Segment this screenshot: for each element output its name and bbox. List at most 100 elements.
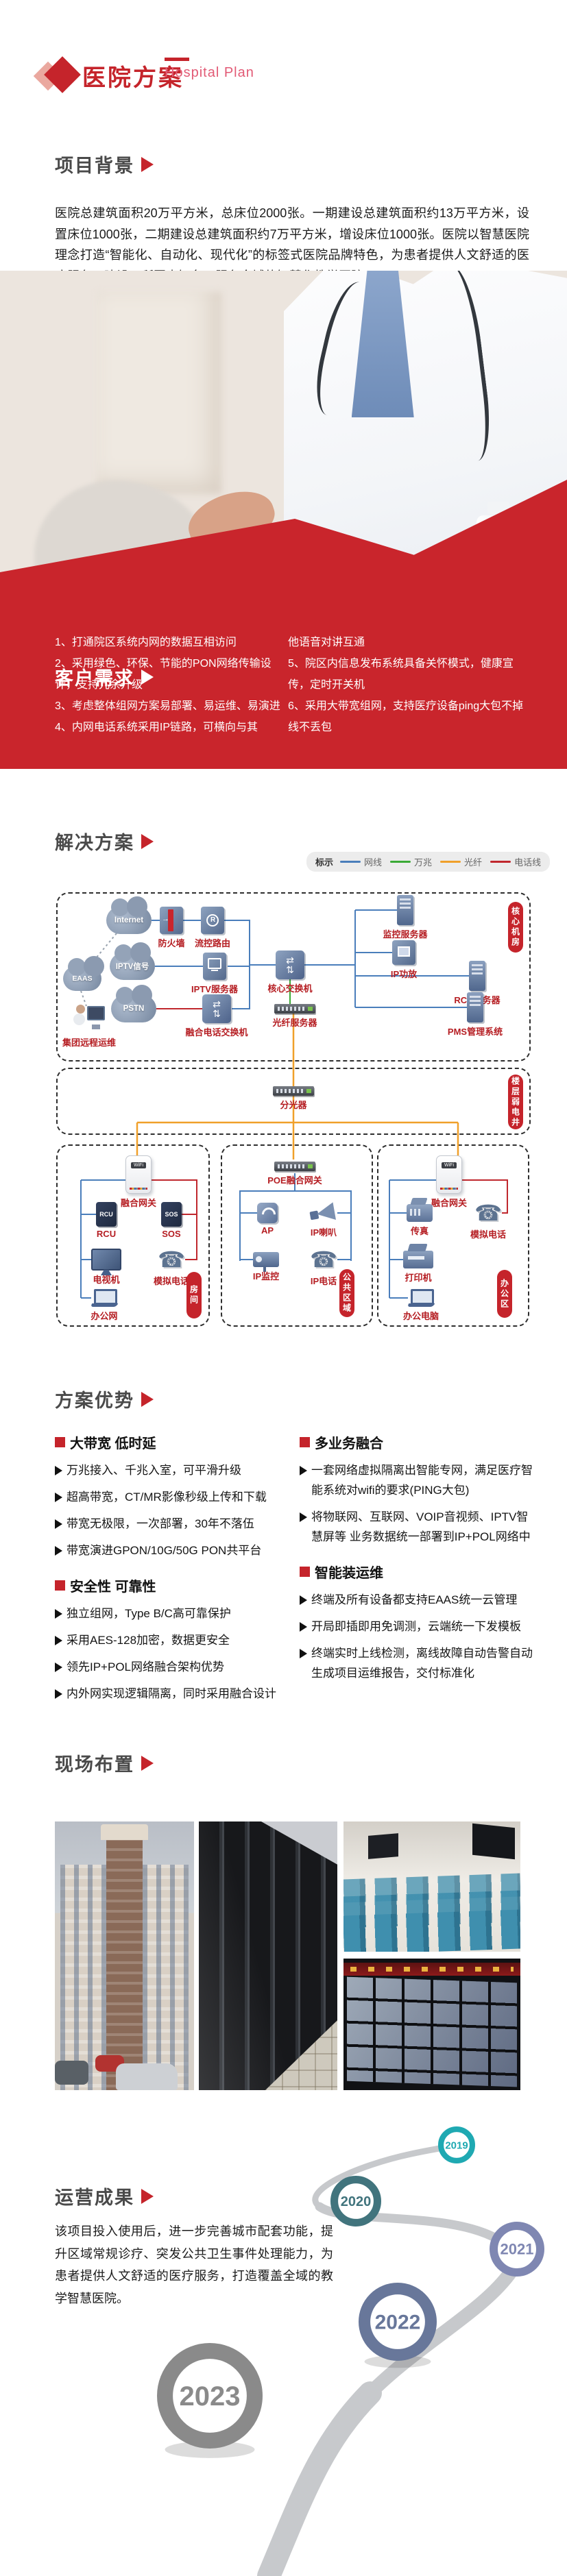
raised-floor [265,2020,337,2090]
iptv-cloud-icon [110,942,155,980]
advantage-bullet-text: 终端及所有设备都支持EAAS统一云管理 [311,1593,518,1606]
node-label: 融合网关 [120,1198,157,1208]
diagram-node-office-pc: 办公电脑 [403,1289,439,1321]
tv-icon [91,1249,121,1271]
section-title-text: 方案优势 [55,1390,134,1411]
node-label: IP喇叭 [310,1227,337,1238]
diagram-node-phone-switch: 融合电话交换机 [185,994,248,1038]
node-label: 监控服务器 [383,929,428,940]
bullet-triangle-icon [55,1689,62,1699]
advantage-header-text: 安全性 可靠性 [70,1580,156,1595]
arrow-icon [141,1755,154,1771]
diagram-node-fiber-server: 光纤服务器 [272,1004,317,1028]
pstn-cloud-icon [111,985,156,1022]
advantage-bullet: 终端及所有设备都支持EAAS统一云管理 [300,1590,537,1610]
requirement-item: 5、院区内信息发布系统具备关怀模式，健康宣传，定时开关机 [288,658,514,691]
office-gateway-icon [436,1155,462,1194]
timeline-road [363,2264,518,2400]
svg-text:2020: 2020 [341,2194,372,2209]
timeline-circle-2021: 2021 [490,2222,544,2277]
advantage-bullet-text: 将物联网、互联网、VOIP音视频、IPTV智慧屏等 业务数据统一部署到IP+PO… [311,1510,531,1543]
legend-item: 网线 [340,855,382,868]
photo-hospital-building [55,1821,194,2090]
diagram-node-eaas-cloud: EAAS [63,956,104,991]
room-gateway-icon [125,1155,152,1194]
advantage-bullet: 开局即插即用免调测，云端统一下发模板 [300,1617,537,1636]
section-title-advantages: 方案优势 [55,1386,154,1412]
node-label: 分光器 [280,1100,307,1110]
car [116,2063,178,2090]
node-label: IPTV服务器 [191,984,238,994]
legend-items: 网线万兆光纤电话线 [340,855,541,868]
requirement-item: 2、采用绿色、环保、节能的PON网络传输设计，支持冗余升级 [55,658,272,691]
node-label: PSTN [123,1005,145,1013]
ip-speaker-icon [309,1201,339,1225]
diagram-node-office-net: 办公网 [91,1289,118,1321]
bullet-triangle-icon [300,1595,307,1605]
advantage-header: 多业务融合 [300,1432,537,1452]
legend-label: 网线 [364,857,383,868]
node-label: 办公网 [91,1311,118,1321]
arrow-icon [141,669,154,685]
advantage-bullet: 将物联网、互联网、VOIP音视频、IPTV智慧屏等 业务数据统一部署到IP+PO… [300,1507,537,1547]
svg-text:2021: 2021 [500,2241,534,2258]
legend-line-swatch [390,861,411,863]
red-square-icon [300,1567,310,1577]
ceiling [261,1821,337,1865]
advantage-bullet: 带宽演进GPON/10G/50G PON共平台 [55,1541,296,1560]
legend-item: 万兆 [390,855,432,868]
section-title-site: 现场布置 [55,1750,154,1776]
diagram-node-iptv-server: IPTV服务器 [191,953,238,994]
arrow-icon [141,833,154,849]
bullet-triangle-icon [55,1519,62,1529]
diagram-box [56,1144,210,1327]
svg-text:2022: 2022 [375,2311,421,2334]
diagram-node-printer: 打印机 [403,1251,433,1283]
wall-tv [368,1833,398,1860]
firewall-icon [160,907,183,934]
legend-item: 电话线 [490,855,541,868]
node-label: 流控路由 [194,938,231,948]
advantages-column-right: 多业务融合一套网络虚拟隔离出智能专网，满足医疗智能系统对wifi的要求(PING… [300,1432,537,1690]
arrow-icon [141,1391,154,1407]
bullet-triangle-icon [300,1466,307,1475]
diagram-node-monitor-server: 监控服务器 [383,895,428,940]
node-label: SOS [162,1229,181,1239]
printer-icon [403,1251,433,1268]
advantage-bullet-text: 内外网实现逻辑隔离，同时采用融合设计 [67,1687,276,1700]
diagram-legend: 标示 网线万兆光纤电话线 [306,852,551,872]
building-tower [106,1837,143,2090]
node-label: IP功放 [390,969,418,979]
advantage-bullet: 独立组网，Type B/C高可靠保护 [55,1604,296,1623]
bullet-triangle-icon [55,1493,62,1502]
timeline-road [257,2381,382,2576]
node-label: 防火墙 [158,938,185,948]
node-label: 模拟电话 [153,1276,190,1286]
page-title-en: Hospital Plan [165,65,254,80]
diagram-node-flow-router: 流控路由 [195,907,230,948]
diagram-node-core-switch: 核心交换机 [267,950,313,994]
timeline-circle-2023: 2023 [157,2343,263,2458]
bullet-triangle-icon [55,1636,62,1645]
node-label: 传真 [410,1226,429,1236]
diagram-node-firewall: 防火墙 [158,907,185,948]
section-title-requirements: 客户需求 [55,663,154,690]
advantage-bullet-text: 带宽演进GPON/10G/50G PON共平台 [67,1544,262,1557]
advantage-header: 大带宽 低时延 [55,1432,296,1452]
advantages-column-left: 大带宽 低时延万兆接入、千兆入室，可平滑升级超高带宽，CT/MR影像秒级上传和下… [55,1432,296,1710]
svg-text:2023: 2023 [180,2381,241,2412]
diagram-node-ap: AP [257,1203,278,1236]
car [55,2060,88,2085]
ip-camera-icon [253,1252,279,1272]
diagram-box [377,1144,529,1327]
bullet-triangle-icon [55,1609,62,1619]
diagram-node-ip-phone: IP电话 [310,1247,337,1286]
diagram-node-ip-amp: IP功放 [391,940,417,979]
diagram-node-ip-speaker: IP喇叭 [309,1201,339,1238]
room-label: 房间 [186,1272,202,1318]
node-label: 模拟电话 [470,1229,507,1240]
core-switch-icon [276,950,304,979]
photo-infusion-chairs [343,1821,520,1952]
